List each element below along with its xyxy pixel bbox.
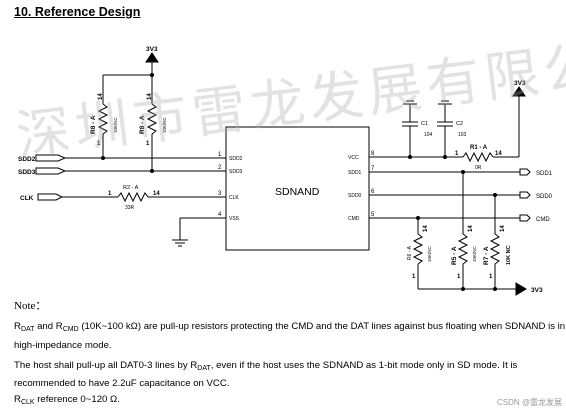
note-line-5: RCLK reference 0~120 Ω. <box>14 394 120 406</box>
r-bot3-pin-b: 14 <box>500 225 506 232</box>
note-line-4: recommended to have 2.2uF capacitance on… <box>14 378 230 389</box>
resistor-vcc <box>462 151 494 163</box>
r-left1-label: R8 - A <box>90 115 97 134</box>
chip-pin-num-8: 8 <box>371 151 375 157</box>
page-title: 10. Reference Design <box>14 5 141 19</box>
r-bot1-pin-b: 14 <box>423 225 429 232</box>
r-bot2-pin-b: 14 <box>468 225 474 232</box>
chip-pin-num-7: 7 <box>371 166 375 172</box>
resistor-left1 <box>97 103 109 135</box>
r-bot2-value: 10K/NC <box>472 245 477 262</box>
resistor-bot1 <box>412 233 424 265</box>
note-line-3: The host shall pull-up all DAT0-3 lines … <box>14 360 518 372</box>
note-line-2: high-impedance mode. <box>14 340 112 351</box>
chip-pin-num-3: 3 <box>218 191 222 197</box>
chip-pin-num-5: 5 <box>371 212 375 218</box>
c2-value: 103 <box>458 132 467 138</box>
r-vcc-label: R1 - A <box>470 145 488 151</box>
r-bot3-pin-a: 1 <box>489 274 493 280</box>
r-clk-pin-b: 14 <box>153 191 160 197</box>
r-bot3-value: 10K NC <box>506 245 512 265</box>
r-left1-pin-a: 1 <box>97 141 101 147</box>
chip-pin-num-2: 2 <box>218 165 222 171</box>
chip-name: SDNAND <box>275 186 320 198</box>
r-clk-value: 33R <box>125 205 135 211</box>
chip-pin-name-7: SDD1 <box>348 170 362 176</box>
port-label-sdd3: SDD3 <box>18 169 36 176</box>
port-label-cmd: CMD <box>536 217 550 223</box>
power-arrow-top <box>145 52 159 63</box>
r-clk-pin-a: 1 <box>108 191 112 197</box>
net-3v3-right: 3V3 <box>514 80 526 87</box>
chip-pin-name-4: VSS <box>229 216 240 222</box>
schematic-diagram: 3V3 3V3 3V3 SDD2 SDD3 CLK SDD1 SDD0 CMD … <box>18 46 553 296</box>
c2-label: C2 <box>456 121 463 127</box>
r-left1-value: 10K/NC <box>113 116 118 133</box>
chip-pin-name-2: SDD3 <box>229 169 243 175</box>
r-bot1-value: 10K/NC <box>427 245 432 262</box>
port-label-clk: CLK <box>20 195 34 202</box>
resistor-left2 <box>146 103 158 135</box>
port-sdd3 <box>35 167 67 175</box>
port-sdd1 <box>519 168 531 176</box>
chip-pin-name-8: VCC <box>348 155 359 161</box>
port-label-sdd2: SDD2 <box>18 156 36 163</box>
source-credit: CSDN @雷龙发展 <box>496 398 562 407</box>
r-vcc-pin-a: 1 <box>455 151 459 157</box>
chip-pin-num-1: 1 <box>218 152 222 158</box>
r-bot3-label: R7 - A <box>483 246 490 265</box>
r-left2-pin-a: 1 <box>146 141 150 147</box>
chip-pin-name-3: CLK <box>229 195 239 201</box>
resistor-bot3 <box>489 233 501 265</box>
r-bot1-pin-a: 1 <box>412 274 416 280</box>
r-clk-label: R2 - A <box>123 185 139 191</box>
r-bot2-pin-a: 1 <box>457 274 461 280</box>
port-sdd2 <box>35 154 67 162</box>
c1-label: C1 <box>421 121 428 127</box>
power-arrow-right <box>512 86 526 97</box>
chip-pin-name-1: SDD2 <box>229 156 243 162</box>
chip-pin-name-5: CMD <box>348 216 360 222</box>
net-3v3-bottom: 3V3 <box>531 287 543 294</box>
port-label-sdd1: SDD1 <box>536 171 553 177</box>
r-bot2-label: R5 - A <box>451 246 458 265</box>
chip-pin-num-6: 6 <box>371 189 375 195</box>
r-left1-pin-b: 14 <box>98 93 104 100</box>
r-left2-value: 10K/NC <box>162 116 167 133</box>
r-bot1-label: R6 - A <box>407 245 413 260</box>
resistor-clk <box>117 191 149 203</box>
port-cmd <box>519 214 531 222</box>
r-vcc-pin-b: 14 <box>495 151 502 157</box>
net-3v3-top: 3V3 <box>146 46 158 53</box>
r-left2-label: R8 - A <box>139 115 146 134</box>
port-label-sdd0: SDD0 <box>536 194 553 200</box>
port-sdd0 <box>519 191 531 199</box>
port-clk <box>37 193 64 201</box>
sdnand-chip-body <box>225 126 370 251</box>
resistor-bot2 <box>457 233 469 265</box>
notes-heading: Note： <box>14 300 47 312</box>
c1-value: 104 <box>424 132 433 138</box>
r-vcc-value: 0R <box>475 165 482 171</box>
note-line-1: RDAT and RCMD (10K~100 kΩ) are pull-up r… <box>14 321 566 333</box>
chip-pin-name-6: SDD0 <box>348 193 362 199</box>
power-arrow-bottom <box>515 282 527 296</box>
r-left2-pin-b: 14 <box>147 93 153 100</box>
chip-pin-num-4: 4 <box>218 212 222 218</box>
